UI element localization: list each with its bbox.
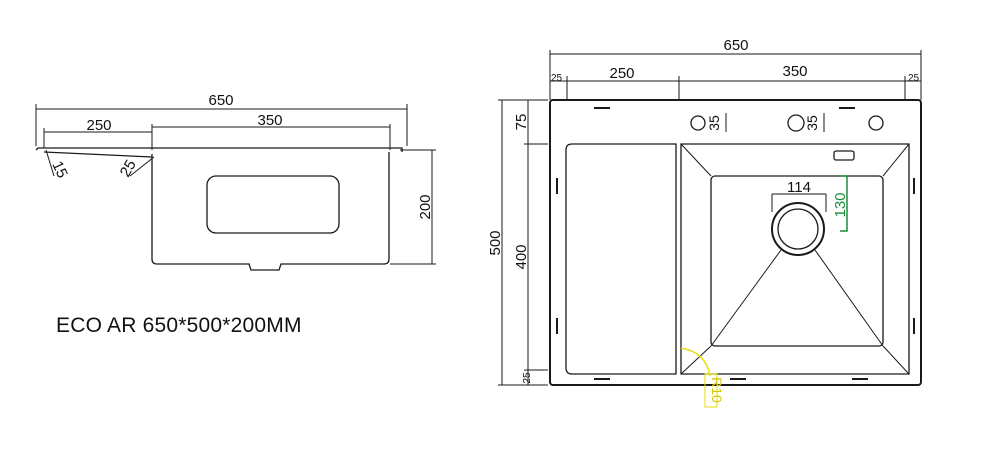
bowl-inner-top (710, 175, 884, 347)
tap-hole-3 (868, 115, 884, 131)
dim-bottom-margin: 25 (522, 372, 533, 384)
dim-drain-diameter: 114 (787, 179, 811, 196)
corner-radius-box (704, 373, 718, 408)
dim-top-right-width: 350 (782, 63, 807, 80)
tap-hole-1 (690, 115, 706, 131)
drain-outer (771, 202, 825, 256)
dim-hole-offset-2: 35 (804, 115, 820, 131)
drain-slope-line (710, 249, 782, 347)
dim-angle-small: 15 (48, 159, 70, 181)
model-label: ECO AR 650*500*200MM (56, 314, 302, 337)
dim-line-drain-offset (840, 175, 848, 232)
sink-rim (35, 147, 403, 152)
dim-top-overall-width: 650 (723, 37, 748, 54)
side-view: 650 250 350 15 25 200 (35, 92, 436, 271)
angle-line (129, 156, 155, 177)
angle-line (45, 149, 55, 177)
bowl-corner-line (882, 345, 910, 375)
corner-radius-arc (680, 347, 711, 377)
dim-top-left-width: 250 (609, 65, 634, 82)
bowl-corner-line (680, 143, 712, 177)
bowl-outline-side (151, 152, 390, 271)
dim-top-edge-right: 25 (908, 73, 920, 84)
dim-hole-offset-1: 35 (706, 115, 722, 131)
dim-side-overall-width: 650 (208, 92, 233, 109)
dim-corner-radius: R10 (709, 377, 725, 403)
dim-side-right-width: 350 (257, 112, 282, 129)
dim-side-left-width: 250 (86, 117, 111, 134)
overflow-slot (833, 150, 855, 161)
tap-hole-2 (787, 114, 805, 132)
drainboard-slope (43, 151, 153, 158)
drain-inner (777, 208, 819, 250)
dim-top-overall-height: 500 (487, 230, 504, 255)
dim-side-height: 200 (417, 194, 434, 219)
sink-outline-top (549, 99, 922, 386)
dim-drain-offset: 130 (832, 192, 849, 217)
dim-angle-large: 25 (117, 157, 140, 180)
bowl-window-side (206, 175, 340, 234)
drain-slope-line (814, 249, 884, 347)
dim-top-margin: 75 (513, 114, 530, 131)
top-view: 650 25 250 350 25 114 130 (487, 37, 922, 408)
dim-top-edge-left: 25 (551, 73, 563, 84)
drainboard-area (565, 143, 677, 375)
bowl-corner-line (680, 345, 712, 375)
dim-inner-height: 400 (513, 244, 530, 269)
bowl-corner-line (882, 143, 910, 177)
